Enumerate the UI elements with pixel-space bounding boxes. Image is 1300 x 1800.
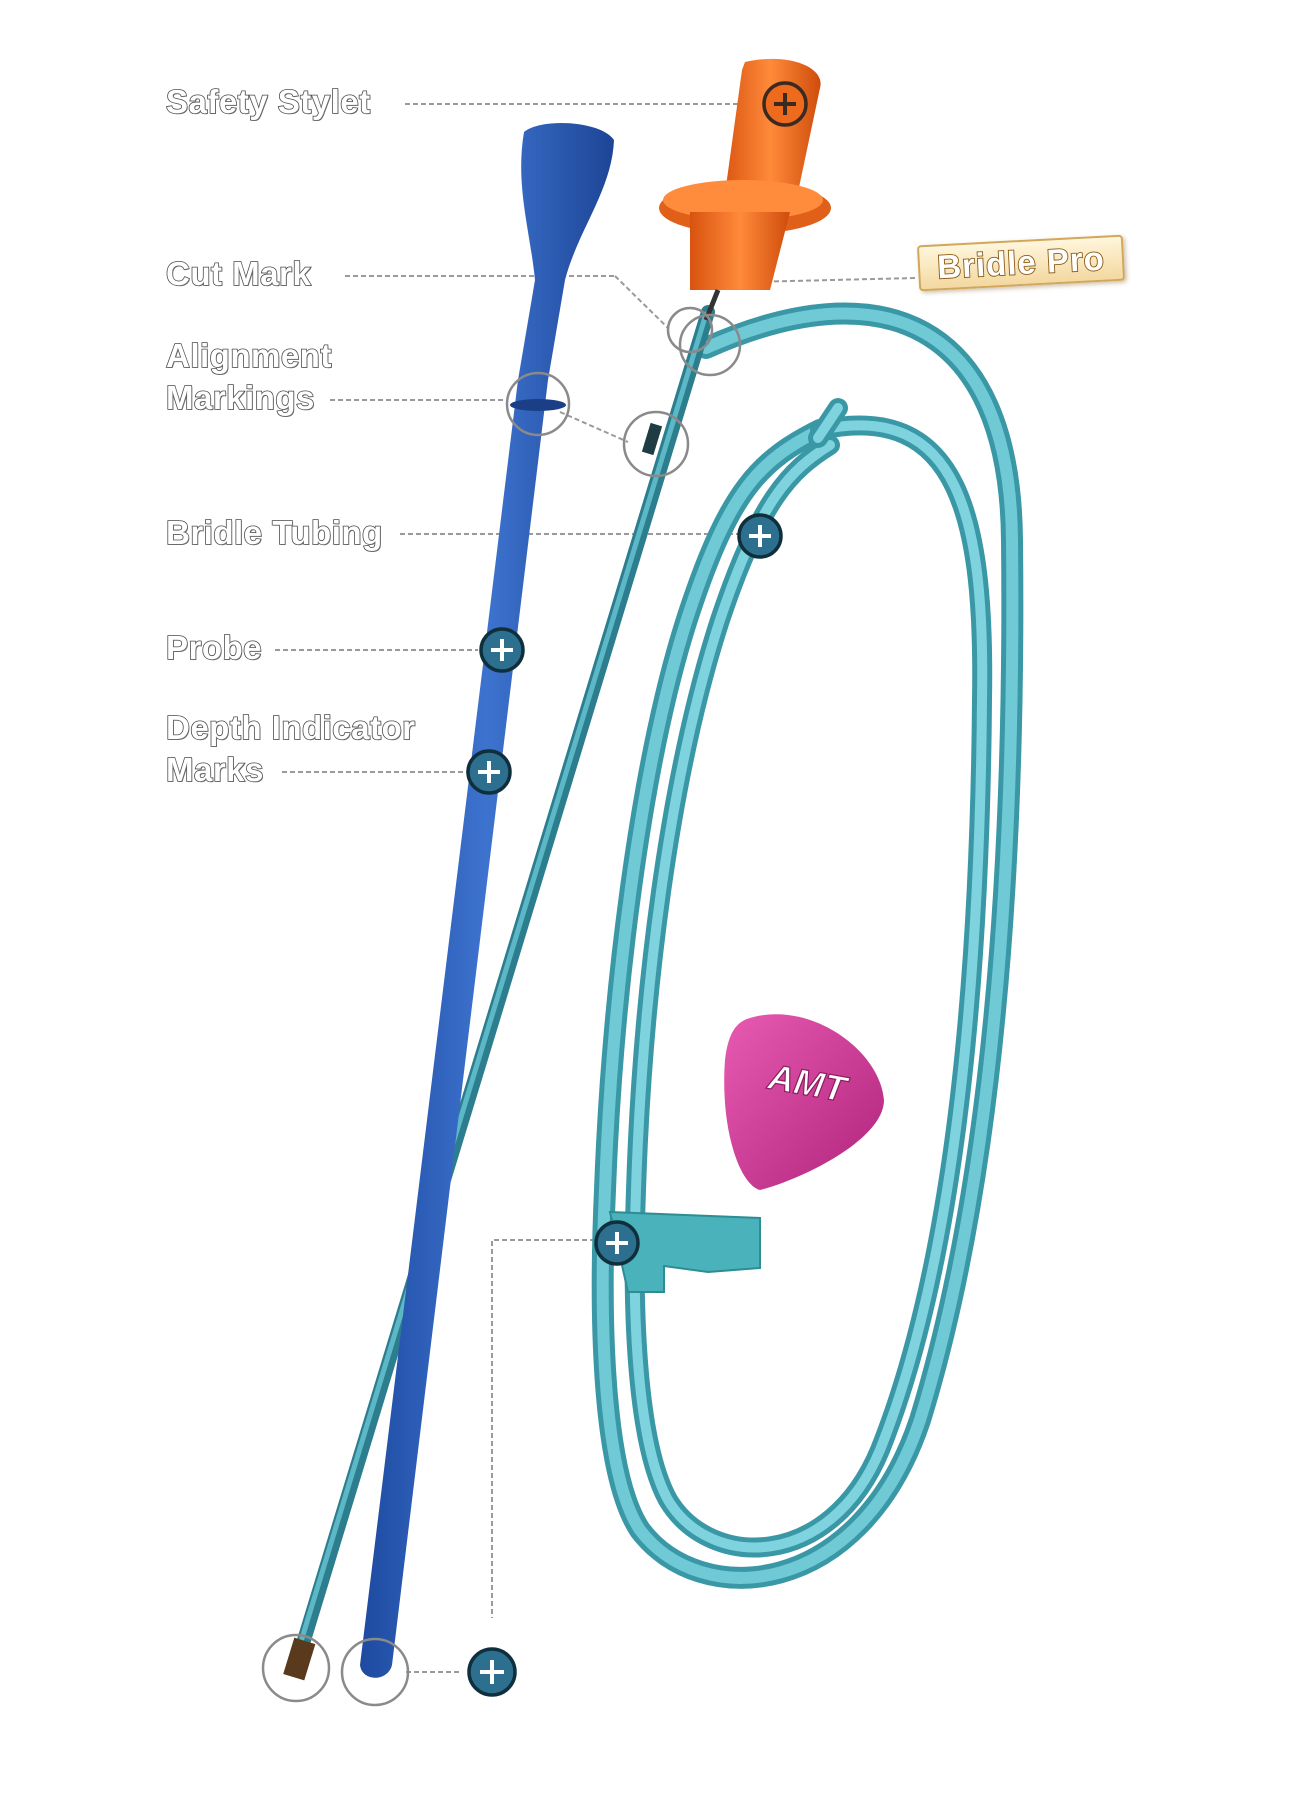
hotspot-bridle-tubing[interactable] — [737, 513, 783, 559]
stylet-tip — [283, 1637, 316, 1681]
label-alignment-markings-line2: Markings — [165, 378, 315, 417]
tubing-outer-loop — [591, 302, 1024, 1589]
stylet-wire-highlight — [293, 311, 709, 1661]
plus-circle-icon — [478, 761, 500, 783]
bridle-tubing — [591, 302, 1024, 1589]
hotspot-clip[interactable] — [594, 1220, 640, 1266]
leader-bridle-pro — [749, 277, 916, 283]
tubing-outer-loop-highlight — [596, 307, 1019, 1584]
label-cut-mark: Cut Mark — [165, 254, 312, 293]
stylet-handle-flange-top — [663, 180, 823, 220]
clip-body — [608, 1210, 761, 1293]
hotspot-probe[interactable] — [479, 627, 525, 673]
probe-body — [360, 122, 614, 1678]
ring-alignment-wire — [622, 410, 690, 478]
stylet-wire — [283, 305, 715, 1681]
ring-tip-probe — [340, 1637, 410, 1707]
label-probe: Probe — [165, 628, 263, 667]
label-depth-indicator-line1: Depth Indicator — [165, 708, 416, 747]
leader-clip — [491, 1239, 595, 1618]
alignment-mark-on-wire — [641, 422, 663, 456]
ring-alignment-probe — [505, 371, 571, 437]
label-bridle-tubing: Bridle Tubing — [165, 513, 383, 552]
label-safety-stylet: Safety Stylet — [165, 82, 371, 121]
ring-cut-mark-2 — [678, 313, 742, 377]
callout-rings — [261, 306, 742, 1707]
tubing-branch-highlight — [813, 403, 843, 443]
bridle-clip — [608, 1210, 761, 1293]
hotspots — [466, 81, 808, 1697]
ring-cut-mark-1 — [666, 306, 714, 354]
hotspot-tip[interactable] — [467, 1647, 517, 1697]
leader-lines — [275, 103, 916, 1673]
label-alignment-markings-line1: Alignment — [165, 336, 332, 375]
probe — [360, 122, 614, 1678]
ring-tip-wire — [261, 1633, 331, 1703]
label-depth-indicator-line2: Marks — [165, 750, 264, 789]
plus-circle-icon — [491, 639, 513, 661]
probe-alignment-band — [510, 399, 566, 411]
plus-circle-icon — [480, 1660, 504, 1684]
hotspot-safety-stylet[interactable] — [762, 81, 808, 127]
plus-circle-icon — [606, 1232, 628, 1254]
leader-cut-mark-diagonal — [614, 275, 669, 329]
product-name: Bridle Pro — [935, 239, 1106, 287]
plus-circle-icon — [774, 93, 796, 115]
stylet-handle-neck — [690, 212, 790, 290]
hotspot-depth-indicator[interactable] — [466, 749, 512, 795]
amt-logo: AMT — [724, 1014, 884, 1190]
tubing-inner-loop-highlight — [629, 420, 988, 1553]
leader-alignment-diagonal — [559, 411, 629, 443]
plus-circle-icon — [749, 525, 771, 547]
logo-shape — [724, 1014, 884, 1190]
